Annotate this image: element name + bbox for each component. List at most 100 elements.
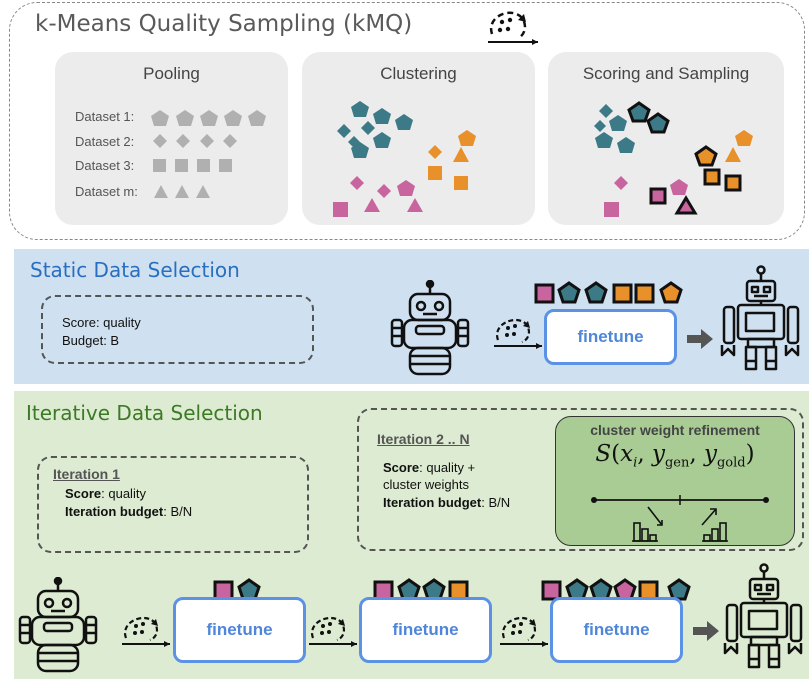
gray-square bbox=[153, 159, 166, 172]
teal-pentagon bbox=[609, 115, 627, 131]
selected-pink-square bbox=[541, 580, 562, 601]
gray-triangle bbox=[196, 185, 210, 198]
teal-diamond bbox=[361, 121, 375, 135]
score-value: : quality bbox=[101, 486, 146, 501]
static-score-text: Score: quality bbox=[62, 315, 141, 330]
kmq-title: k-Means Quality Sampling (kMQ) bbox=[35, 11, 413, 37]
pooling-title: Pooling bbox=[143, 64, 200, 83]
pink-triangle bbox=[364, 198, 380, 212]
kmq-section bbox=[9, 2, 805, 240]
iterative-title: Iterative Data Selection bbox=[26, 401, 263, 425]
sampling-cycle-icon bbox=[494, 318, 542, 349]
teal-pentagon bbox=[395, 114, 413, 130]
arrow-right-icon bbox=[687, 329, 713, 349]
iteration-n-samples bbox=[541, 578, 691, 601]
orange-triangle bbox=[725, 147, 741, 162]
gray-diamond bbox=[200, 134, 214, 148]
pooling-panel: Pooling Dataset 1: Dataset 2: Dataset 3:… bbox=[55, 52, 288, 225]
pink-diamond bbox=[350, 176, 364, 190]
iteration-2-score: Score: quality + cluster weights bbox=[383, 459, 475, 493]
selected-orange-square bbox=[703, 168, 721, 186]
pink-triangle bbox=[407, 198, 423, 212]
gray-diamond bbox=[223, 134, 237, 148]
scoring-shapes bbox=[594, 101, 753, 217]
selected-teal-pentagon bbox=[646, 112, 670, 134]
pink-diamond bbox=[614, 176, 628, 190]
sampling-cycle-icon bbox=[309, 616, 357, 647]
upweight-icon bbox=[701, 508, 728, 542]
iteration-1-samples bbox=[213, 578, 261, 601]
gray-square bbox=[197, 159, 210, 172]
teal-diamond bbox=[594, 120, 606, 132]
score-value-cont: cluster weights bbox=[383, 477, 469, 492]
budget-value: : B/N bbox=[163, 504, 193, 519]
selected-orange-pentagon bbox=[659, 281, 683, 304]
gray-diamond bbox=[176, 134, 190, 148]
teal-pentagon bbox=[351, 101, 369, 117]
gray-square bbox=[175, 159, 188, 172]
orange-square bbox=[454, 176, 468, 190]
orange-pentagon bbox=[458, 130, 476, 146]
selected-pink-square bbox=[534, 283, 555, 304]
base-robot-icon bbox=[18, 577, 98, 673]
gray-pentagon bbox=[151, 110, 169, 126]
downweight-icon bbox=[632, 506, 663, 542]
gray-square bbox=[219, 159, 232, 172]
selected-orange-square bbox=[724, 174, 742, 192]
pink-square bbox=[333, 202, 348, 217]
base-robot-icon bbox=[390, 280, 470, 376]
pink-pentagon bbox=[397, 180, 415, 196]
pooling-shapes bbox=[151, 110, 266, 198]
score-label: Score bbox=[383, 460, 420, 475]
clustering-title: Clustering bbox=[380, 64, 457, 83]
teal-pentagon bbox=[595, 132, 613, 148]
orange-pentagon bbox=[735, 130, 753, 146]
iteration-1-finetune-box: finetune bbox=[173, 597, 306, 663]
selected-orange-pentagon bbox=[694, 145, 718, 167]
static-title: Static Data Selection bbox=[30, 258, 240, 282]
refinement-scale bbox=[591, 495, 769, 542]
static-budget-text: Budget: B bbox=[62, 333, 120, 348]
sampling-cycle-icon bbox=[122, 616, 170, 647]
selected-orange-square bbox=[612, 283, 633, 304]
gray-pentagon bbox=[224, 110, 242, 126]
refinement-title: cluster weight refinement bbox=[590, 422, 760, 438]
gray-triangle bbox=[175, 185, 189, 198]
selected-teal-pentagon bbox=[557, 281, 581, 304]
static-config-box bbox=[41, 295, 314, 364]
iteration-1-budget: Iteration budget: B/N bbox=[65, 504, 192, 519]
sampling-cycle-icon bbox=[500, 616, 548, 647]
refinement-formula: S(xi, ygen, ygold) bbox=[595, 441, 755, 471]
budget-label: Iteration budget bbox=[65, 504, 164, 519]
orange-diamond bbox=[428, 145, 442, 159]
iteration-1-title: Iteration 1 bbox=[53, 466, 120, 482]
iteration-2-box bbox=[357, 408, 804, 551]
iteration-1-score: Score: quality bbox=[65, 486, 146, 501]
clustering-panel: Clustering bbox=[302, 52, 535, 225]
teal-pentagon bbox=[617, 137, 635, 153]
iteration-2-title: Iteration 2 .. N bbox=[377, 431, 470, 447]
arrow-right-icon bbox=[693, 621, 719, 641]
score-label: Score bbox=[65, 486, 102, 501]
selected-pink-triangle bbox=[674, 195, 698, 215]
dataset-1-label: Dataset 1: bbox=[75, 109, 135, 124]
iteration-n-finetune-box: finetune bbox=[550, 597, 683, 663]
finetuned-robot-icon bbox=[720, 265, 800, 371]
iteration-1-box bbox=[37, 456, 309, 553]
budget-label: Iteration budget bbox=[383, 495, 482, 510]
pink-pentagon bbox=[670, 179, 688, 195]
dataset-2-label: Dataset 2: bbox=[75, 134, 135, 149]
dataset-m-label: Dataset m: bbox=[75, 184, 138, 199]
static-selected-samples bbox=[534, 281, 683, 304]
teal-pentagon bbox=[373, 132, 391, 148]
gray-diamond bbox=[153, 134, 167, 148]
kmq-cycle-icon bbox=[488, 11, 538, 45]
finetuned-robot-icon bbox=[723, 563, 803, 669]
gray-pentagon bbox=[176, 110, 194, 126]
teal-diamond bbox=[348, 136, 360, 148]
orange-triangle bbox=[453, 147, 469, 162]
pink-square bbox=[604, 202, 619, 217]
iteration-2-budget: Iteration budget: B/N bbox=[383, 495, 510, 510]
teal-diamond bbox=[337, 124, 351, 138]
static-finetune-box: finetune bbox=[544, 309, 677, 365]
